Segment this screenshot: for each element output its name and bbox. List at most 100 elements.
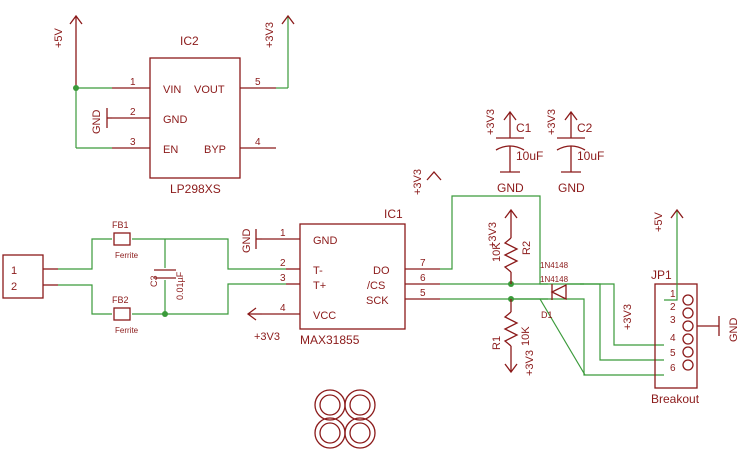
thermocouple-connector: 1 2 bbox=[2, 254, 58, 299]
junction-ic2-vin bbox=[73, 85, 79, 91]
ic1-pin5-num: 5 bbox=[420, 288, 426, 299]
fb2-name: FB2 bbox=[112, 295, 129, 305]
fb1-name: FB1 bbox=[112, 220, 129, 230]
gnd-ic2-label: GND bbox=[91, 110, 103, 135]
hole-bottom-right bbox=[344, 417, 376, 449]
plus3v3-mid-label: +3V3 bbox=[412, 169, 424, 195]
c3-value: 0.01µF bbox=[175, 271, 185, 300]
jp1-pin6: 6 bbox=[670, 363, 676, 374]
ic1-pin7-num: 7 bbox=[420, 258, 426, 269]
fb1-value: Ferrite bbox=[115, 251, 139, 260]
connector-body bbox=[2, 254, 44, 299]
hole-top-right bbox=[344, 389, 376, 421]
capacitor-c1: +3V3 C1 10uF GND bbox=[485, 109, 543, 195]
ic2-pin4-num: 4 bbox=[255, 137, 261, 148]
ic2-vin-label: VIN bbox=[163, 84, 181, 96]
gnd-ic1-label: GND bbox=[241, 229, 253, 254]
connector-pin2: 2 bbox=[11, 281, 17, 293]
ic1-max31855: IC1 MAX31855 1 2 3 4 7 6 5 GND T- T+ VCC… bbox=[262, 207, 440, 347]
ic1-cs-label: /CS bbox=[367, 280, 385, 292]
ic2-pin5-num: 5 bbox=[255, 77, 261, 88]
jp1-gnd-label: GND bbox=[728, 318, 740, 343]
plus3v3-arrow bbox=[281, 14, 295, 25]
ic1-vcc-label: VCC bbox=[313, 310, 336, 322]
plus5v-arrow bbox=[69, 14, 83, 25]
plus3v3-ic1: +3V3 bbox=[246, 307, 280, 343]
jp1-body bbox=[654, 283, 698, 389]
ic1-sck-label: SCK bbox=[366, 295, 389, 307]
jp1-plus5v-label: +5V bbox=[653, 211, 665, 232]
ic1-pin2-num: 2 bbox=[280, 258, 286, 269]
fb2-body bbox=[113, 307, 131, 321]
ic2-pin1-num: 1 bbox=[130, 77, 136, 88]
plus3v3-supply-ic2: +3V3 bbox=[264, 14, 295, 48]
c1-value: 10uF bbox=[516, 149, 543, 163]
jp1-pin3: 3 bbox=[670, 315, 676, 326]
ic1-part: MAX31855 bbox=[300, 333, 360, 347]
ic1-gnd-label: GND bbox=[313, 235, 338, 247]
ferrite-fb1: FB1 Ferrite bbox=[112, 220, 139, 260]
connector-pin1: 1 bbox=[11, 265, 17, 277]
d1-triangle bbox=[550, 283, 567, 301]
d1-name: D1 bbox=[541, 310, 553, 320]
ic1-pin4-num: 4 bbox=[280, 303, 286, 314]
c2-name: C2 bbox=[577, 121, 593, 135]
jp1-pin2: 2 bbox=[670, 302, 676, 313]
r1-name: R1 bbox=[491, 336, 503, 350]
c2-supply-label: +3V3 bbox=[546, 109, 558, 135]
r2-value: 10K bbox=[491, 242, 503, 262]
ferrite-fb2: FB2 Ferrite bbox=[112, 295, 139, 335]
ic1-tplus-label: T+ bbox=[313, 280, 326, 292]
ic1-body bbox=[299, 223, 406, 330]
junction-c3-bottom bbox=[162, 311, 168, 317]
jp1-pin5: 5 bbox=[670, 348, 676, 359]
r1-value: 10K bbox=[520, 326, 532, 346]
diode-d1: 1N4148 1N4148 D1 bbox=[540, 261, 569, 320]
gnd-ic1: GND bbox=[241, 229, 262, 254]
plus5v-supply-ic2: +5V bbox=[53, 14, 83, 88]
ic1-pin6-num: 6 bbox=[420, 273, 426, 284]
c2-gnd-label: GND bbox=[558, 181, 585, 195]
plus3v3-top-label: +3V3 bbox=[264, 22, 276, 48]
ic2-byp-label: BYP bbox=[204, 144, 226, 156]
ic2-vout-label: VOUT bbox=[194, 84, 225, 96]
r1-supply-label: +3V3 bbox=[524, 350, 536, 376]
resistor-r1: R1 10K +3V3 bbox=[491, 299, 536, 376]
ic1-pin3-num: 3 bbox=[280, 273, 286, 284]
ic1-pin1-num: 1 bbox=[280, 228, 286, 239]
jp1-pin4: 4 bbox=[670, 333, 676, 344]
c1-gnd-label: GND bbox=[497, 181, 524, 195]
ic2-pin3-num: 3 bbox=[130, 137, 136, 148]
c1-name: C1 bbox=[516, 121, 532, 135]
ic2-en-label: EN bbox=[163, 144, 178, 156]
d1-part-top: 1N4148 bbox=[540, 261, 569, 270]
ic2-name: IC2 bbox=[180, 34, 199, 48]
jp1-plus3v3-label: +3V3 bbox=[622, 304, 634, 330]
mounting-holes bbox=[314, 389, 376, 449]
c3-name: C3 bbox=[149, 275, 159, 287]
capacitor-c3: C3 0.01µF bbox=[149, 269, 185, 300]
d1-part: 1N4148 bbox=[540, 275, 569, 284]
fb2-value: Ferrite bbox=[115, 326, 139, 335]
r2-name: R2 bbox=[521, 241, 533, 255]
plus3v3-ic1-label: +3V3 bbox=[254, 331, 280, 343]
jp1-breakout: JP1 Breakout 1 2 3 4 5 6 +5V +3V3 GND bbox=[622, 208, 740, 406]
gnd-ic2: GND bbox=[91, 108, 112, 134]
r2-supply-label: +3V3 bbox=[487, 222, 499, 248]
ic2-part: LP298XS bbox=[170, 182, 221, 196]
jp1-part: Breakout bbox=[651, 392, 700, 406]
ic1-tminus-label: T- bbox=[313, 265, 323, 277]
c1-supply-label: +3V3 bbox=[485, 109, 497, 135]
capacitor-c2: +3V3 C2 10uF GND bbox=[546, 109, 604, 195]
jp1-pin1: 1 bbox=[670, 289, 676, 300]
thermocouple-wires bbox=[58, 238, 286, 317]
plus5v-top-label: +5V bbox=[53, 27, 65, 48]
ic2-wires bbox=[73, 16, 289, 149]
plus3v3-supply-mid: +3V3 bbox=[412, 169, 442, 195]
ic2-pin2-num: 2 bbox=[130, 107, 136, 118]
ic1-name: IC1 bbox=[384, 207, 403, 221]
fb1-body bbox=[113, 232, 131, 246]
resistor-r2: +3V3 R2 10K bbox=[487, 208, 533, 284]
c2-value: 10uF bbox=[577, 149, 604, 163]
